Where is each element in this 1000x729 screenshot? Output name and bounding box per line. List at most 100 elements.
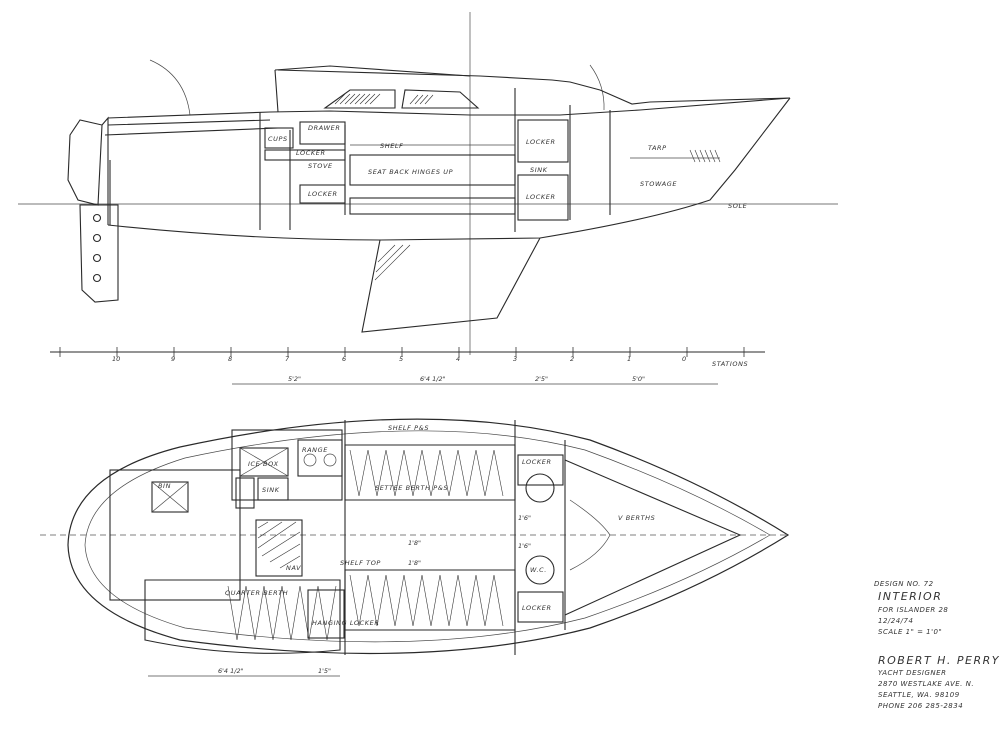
station-3: 3	[513, 355, 517, 363]
galley-counter	[264, 149, 346, 161]
settee-cushion-stbd	[349, 574, 504, 627]
cabin-trunk	[274, 69, 791, 113]
dim-5: 6'4 1/2"	[218, 667, 244, 675]
label-shelf-pss: SHELF P&S	[388, 424, 429, 432]
dim-4: 5'0"	[632, 375, 645, 383]
tb-design-no: DESIGN NO. 72	[874, 580, 934, 588]
hatch-arc	[589, 64, 605, 111]
tb-address2: SEATTLE, WA. 98109	[878, 691, 960, 699]
label-sole: SOLE	[728, 202, 748, 210]
hull-inner-line	[84, 430, 771, 643]
tb-designer-role: YACHT DESIGNER	[878, 669, 946, 677]
tb-address1: 2870 WESTLAKE AVE. N.	[878, 680, 974, 688]
label-settee-berth: SETTEE BERTH P&S	[375, 484, 448, 492]
v-berth-insert	[569, 499, 611, 571]
settee-back	[349, 154, 516, 186]
label-ice-box: ICE BOX	[248, 460, 279, 468]
label-seat-back: SEAT BACK HINGES UP	[368, 168, 453, 176]
portlights	[323, 89, 480, 109]
fwd-locker-lower	[517, 174, 569, 221]
title-block: DESIGN NO. 72 INTERIOR FOR ISLANDER 28 1…	[874, 580, 1000, 710]
nav-hatch	[257, 521, 301, 569]
tb-for: FOR ISLANDER 28	[878, 606, 948, 614]
label-drawer: DRAWER	[308, 124, 341, 132]
settee-seat	[349, 197, 516, 215]
station-8: 8	[228, 355, 232, 363]
cushion-zigzag	[227, 585, 337, 641]
keel-hatch	[374, 244, 411, 281]
cockpit-outline	[109, 469, 241, 601]
sheer-line	[107, 97, 791, 119]
tb-title: INTERIOR	[878, 590, 942, 603]
stations-label: STATIONS	[712, 360, 748, 368]
plan-locker-upper	[517, 454, 564, 486]
dim-1: 5'2"	[288, 375, 301, 383]
label-stove: STOVE	[308, 162, 333, 170]
dim-3: 2'5"	[535, 375, 548, 383]
head-sink	[525, 473, 555, 503]
bin-box	[151, 481, 189, 513]
dim-9: 1'6"	[518, 514, 531, 522]
dim-2: 6'4 1/2"	[420, 375, 446, 383]
settee-berth-stbd	[344, 569, 516, 631]
nav-station	[255, 519, 303, 577]
label-shelf: SHELF	[380, 142, 403, 150]
label-bin: BIN	[158, 482, 171, 490]
hanging-locker	[307, 589, 345, 639]
label-range: RANGE	[302, 446, 328, 454]
range-box	[297, 439, 343, 477]
label-locker-galley: LOCKER	[296, 149, 326, 157]
plan-locker-lower	[517, 591, 564, 623]
label-locker-fwd: LOCKER	[526, 138, 556, 146]
station-10: 10	[112, 355, 120, 363]
label-hanging-locker: HANGING LOCKER	[312, 619, 379, 627]
settee-cushion-port	[349, 449, 504, 497]
quarter-berth-cushion	[227, 585, 337, 641]
rudder	[79, 204, 119, 303]
station-2: 2	[570, 355, 574, 363]
profile-view: DRAWER CUPS LOCKER STOVE LOCKER SHELF SE…	[18, 12, 838, 355]
galley-locker	[299, 184, 346, 204]
label-sink: SINK	[530, 166, 548, 174]
label-stowage: STOWAGE	[640, 180, 677, 188]
dim-7: 1'8"	[408, 539, 421, 547]
station-0: 0	[682, 355, 686, 363]
tb-scale: SCALE 1" = 1'0"	[878, 628, 942, 636]
label-sink: SINK	[262, 486, 280, 494]
label-nav: NAV	[286, 564, 301, 572]
quarter-berth	[144, 579, 341, 654]
keel	[361, 237, 541, 333]
label-tarp: TARP	[648, 144, 667, 152]
label-cups: CUPS	[268, 135, 288, 143]
cushion-zigzag	[349, 574, 504, 627]
label-locker-lower: LOCKER	[522, 604, 552, 612]
ice-box	[239, 447, 289, 477]
station-1: 1	[627, 355, 631, 363]
label-wc: W.C.	[530, 566, 547, 574]
dim-10: 1'6"	[518, 542, 531, 550]
tb-designer-name: ROBERT H. PERRY	[878, 654, 1000, 667]
hull-plan-outline	[67, 418, 790, 655]
stern-post	[101, 116, 109, 225]
chain-locker-hatch	[689, 149, 721, 163]
label-v-berths: V BERTHS	[618, 514, 655, 522]
label-quarter-berth: QUARTER BERTH	[225, 589, 288, 597]
label-shelf-top: SHELF TOP	[340, 559, 381, 567]
cups-locker	[264, 127, 294, 149]
fwd-locker-upper	[517, 119, 569, 163]
cushion-zigzag	[349, 449, 504, 497]
station-7: 7	[285, 355, 290, 363]
tb-date: 12/24/74	[878, 617, 913, 625]
station-scale: STATIONS 10 9 8 7 6 5 4 3 2 1 0	[50, 347, 765, 368]
label-locker-lower: LOCKER	[308, 190, 338, 198]
plan-view: 5'2" 6'4 1/2" 2'5" 5'0"	[40, 375, 790, 677]
label-locker-fwd-lower: LOCKER	[526, 193, 556, 201]
transom	[67, 119, 103, 206]
v-berth-outline	[564, 459, 742, 616]
head-wc	[525, 555, 555, 585]
sink-box	[257, 477, 289, 501]
galley-small-locker	[235, 477, 255, 509]
boom-arc	[149, 59, 191, 116]
settee-berth-port	[344, 444, 516, 501]
station-6: 6	[342, 355, 346, 363]
